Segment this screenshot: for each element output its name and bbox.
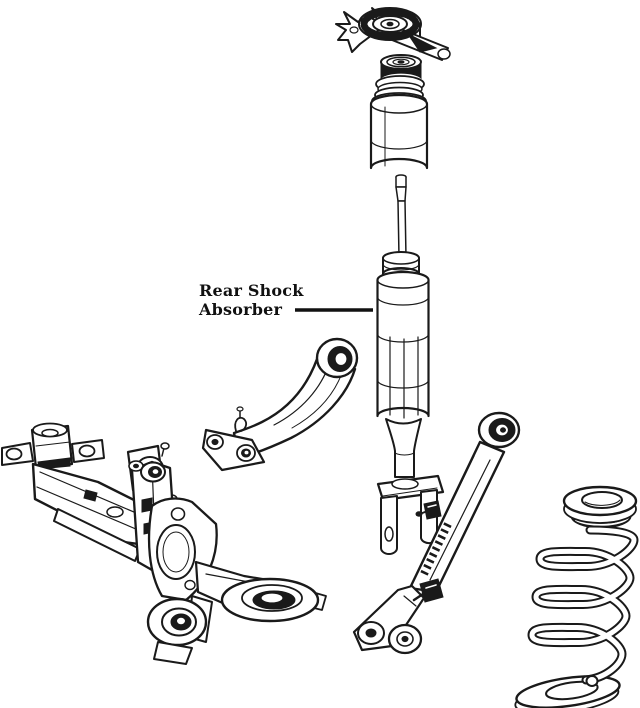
upper-spring-isolator-drawing [562, 485, 638, 529]
lower-control-arm-drawing [352, 411, 521, 655]
dust-boot-drawing [369, 86, 429, 170]
coil-spring-drawing [527, 525, 639, 687]
callout-label: Rear Shock Absorber [199, 281, 304, 319]
upper-control-arm-drawing [201, 337, 359, 472]
rear-shock-absorber-drawing [376, 174, 445, 555]
knuckle-assembly-drawing [128, 442, 327, 665]
shock-mount-drawing [335, 7, 451, 61]
